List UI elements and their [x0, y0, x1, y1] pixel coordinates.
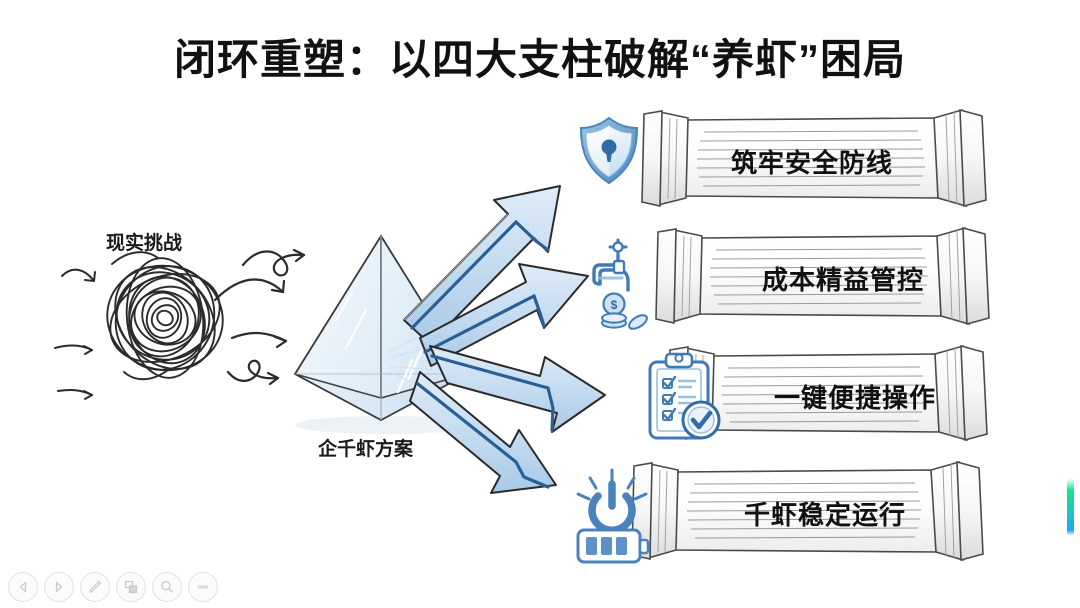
faucet-coins-icon: $	[592, 238, 648, 330]
triangle-left-icon	[19, 581, 27, 593]
pillar-column-4	[631, 460, 984, 562]
challenge-label: 现实挑战	[106, 233, 183, 254]
solution-arrow-3	[429, 345, 606, 433]
layout-icon	[124, 580, 138, 594]
solution-label: 企千虾方案	[318, 439, 414, 460]
previous-slide-button[interactable]	[8, 572, 38, 602]
pillar-label-4: 千虾稳定运行	[744, 500, 907, 530]
clipboard-check-icon	[648, 352, 721, 440]
page-title: 闭环重塑：以四大支柱破解“养虾”困局	[173, 36, 906, 83]
svg-text:$: $	[611, 298, 618, 312]
tangled-scribble-ball	[106, 251, 224, 381]
zoom-search-button[interactable]	[152, 572, 182, 602]
solution-arrow-4	[409, 371, 557, 494]
triangle-right-icon	[55, 581, 63, 593]
chaos-inbound-arrows	[54, 268, 96, 400]
progress-accent-bar	[1067, 478, 1074, 536]
pillar-label-3: 一键便捷操作	[774, 383, 937, 413]
pillar-column-1	[641, 108, 987, 208]
challenge-to-solution-arrows	[213, 248, 306, 386]
ellipsis-icon	[197, 585, 209, 589]
bottom-toolbar	[8, 572, 218, 602]
shield-lock-icon	[579, 116, 639, 185]
more-options-button[interactable]	[188, 572, 218, 602]
power-battery-icon	[576, 468, 650, 564]
pillar-column-2	[655, 226, 990, 326]
pillar-label-2: 成本精益管控	[762, 265, 925, 295]
magnifier-icon	[161, 580, 173, 593]
pillar-label-1: 筑牢安全防线	[731, 148, 894, 178]
next-slide-button[interactable]	[44, 572, 74, 602]
pen-icon	[89, 580, 102, 593]
pen-tool-button[interactable]	[80, 572, 110, 602]
slide-layout-button[interactable]	[116, 572, 146, 602]
